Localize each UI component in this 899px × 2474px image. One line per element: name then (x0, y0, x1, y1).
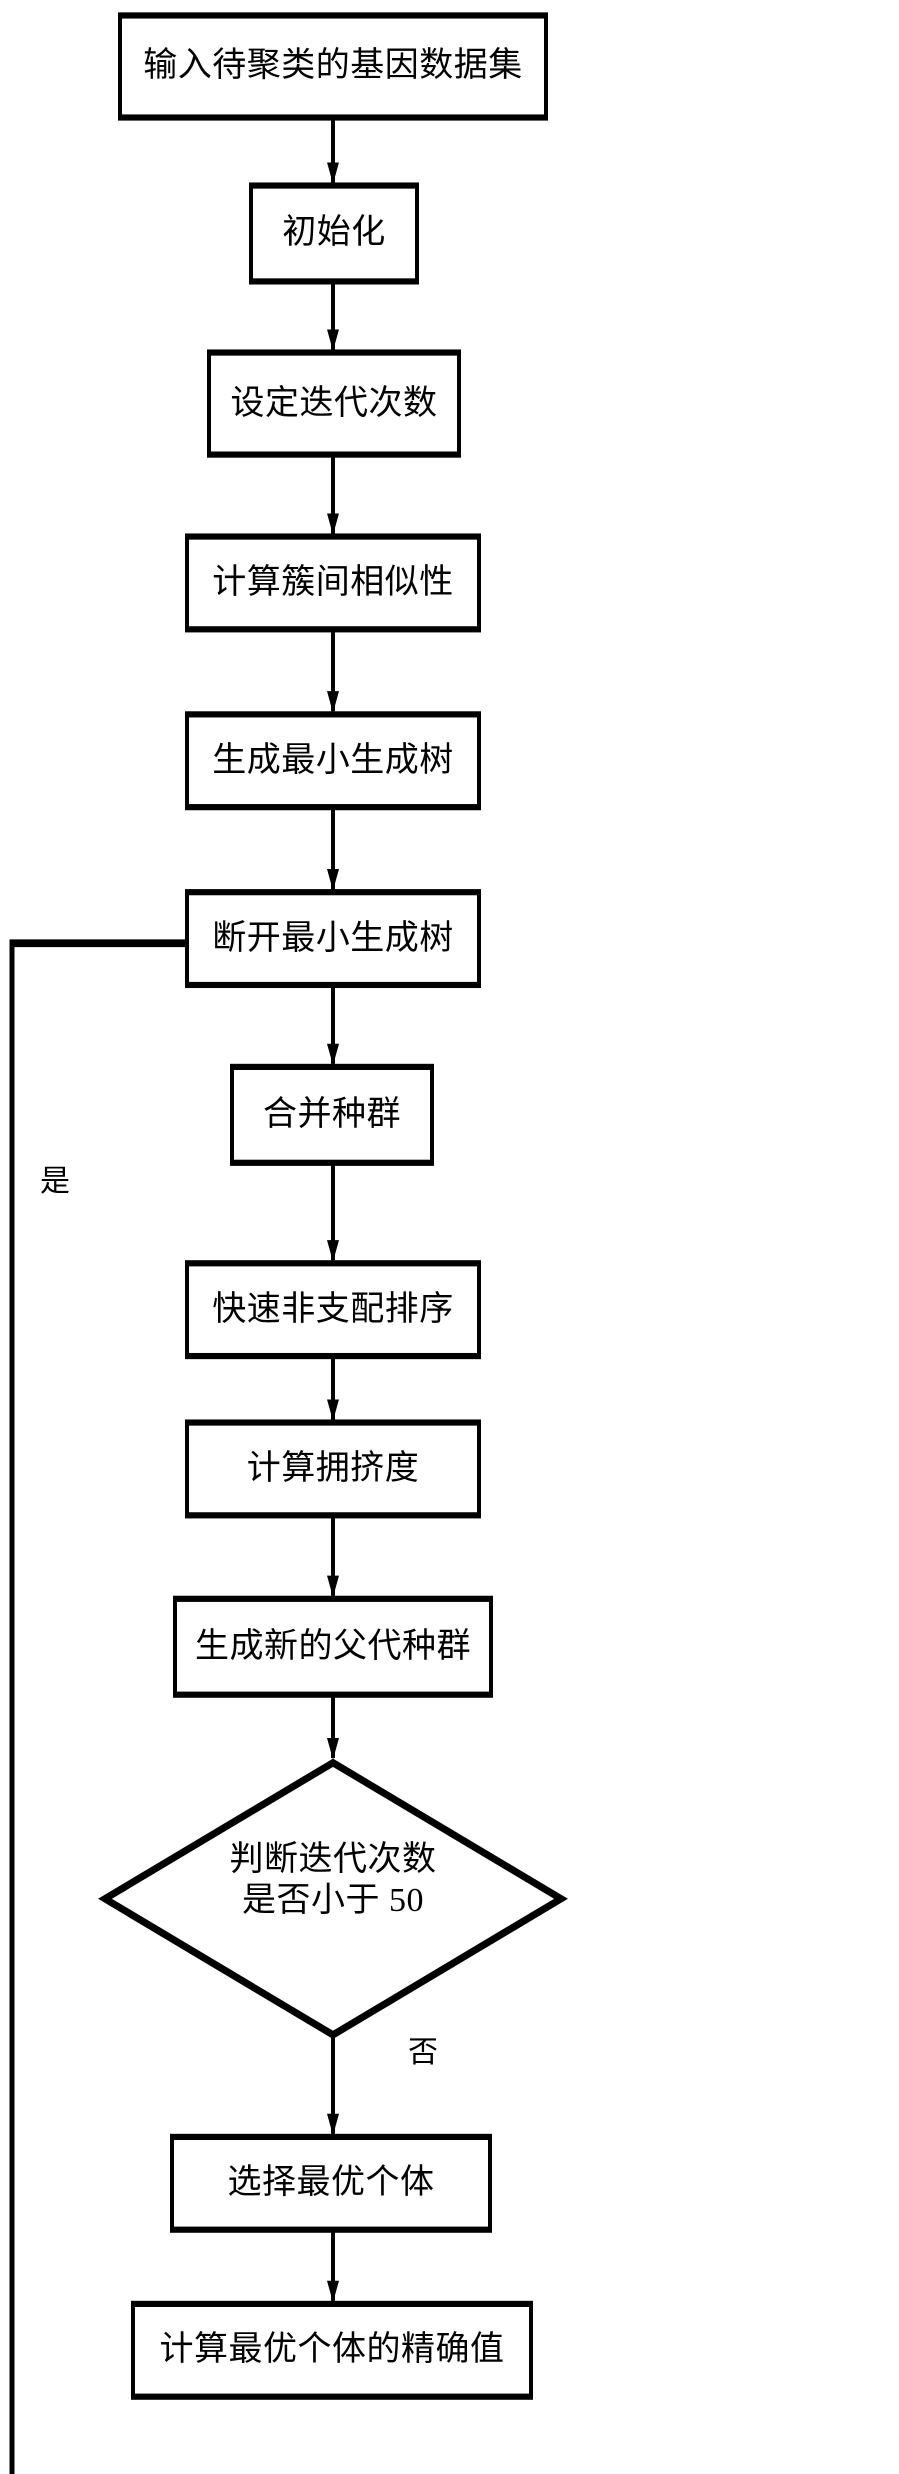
edge-label-no: 否 (408, 2035, 438, 2069)
node-box-10 (173, 1595, 493, 1698)
node-box-4 (185, 533, 481, 633)
decision-diamond (98, 1758, 568, 2040)
node-box-5 (185, 711, 481, 811)
edge-label-yes: 是 (40, 1165, 70, 1199)
node-box-13 (131, 2300, 533, 2400)
node-box-1 (118, 12, 548, 121)
node-box-6 (185, 889, 481, 989)
node-box-2 (249, 182, 419, 285)
node-box-8 (185, 1260, 481, 1360)
node-box-12 (170, 2133, 492, 2233)
node-box-7 (230, 1063, 434, 1166)
node-box-9 (185, 1419, 481, 1519)
node-box-3 (207, 349, 461, 458)
